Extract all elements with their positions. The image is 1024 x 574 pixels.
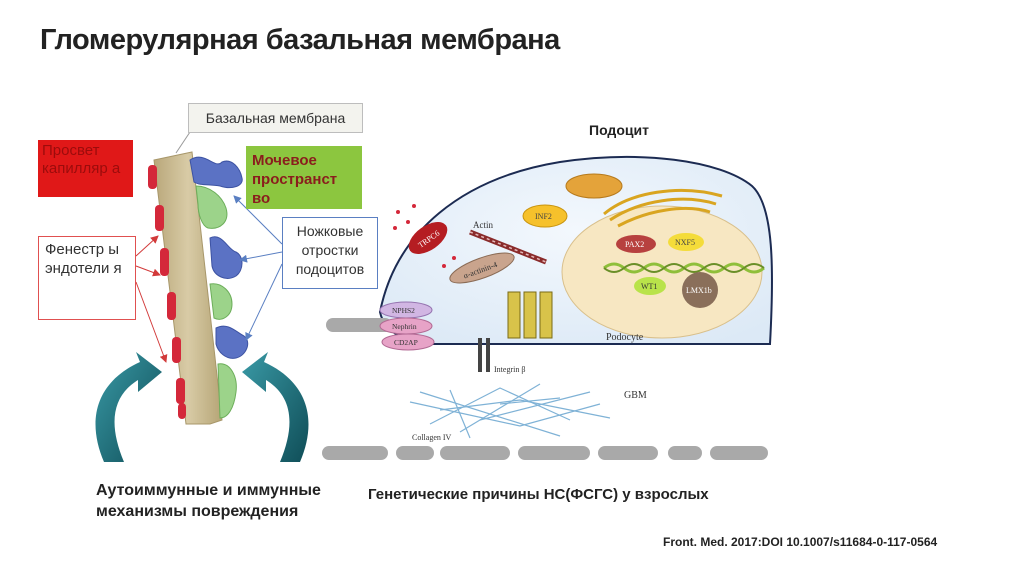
foot-process-arrows (233, 195, 283, 341)
autoimmune-caption: Аутоиммунные и иммунные механизмы повреж… (96, 482, 321, 520)
citation: Front. Med. 2017:DOI 10.1007/s11684-0-11… (663, 535, 938, 549)
lmx1b-protein (682, 272, 718, 308)
page-title: Гломерулярная базальная мембрана (40, 24, 560, 56)
cd2ap-protein (381, 333, 435, 351)
foot-processes-blue (189, 156, 249, 359)
nphs2-label: NPHS2 (392, 306, 415, 315)
capillary-lumen-label: Просвет капилляр а (38, 140, 133, 197)
autoimmune-arrow-left (95, 352, 162, 462)
collagen-label: Collagen IV (412, 433, 452, 442)
trpc6-protein (408, 222, 448, 254)
foot-processes-label: Ножковые отростки подоцитов (282, 217, 378, 289)
wt1-protein (634, 277, 666, 295)
cd2ap-label: CD2AP (394, 338, 418, 347)
genetic-caption: Генетические причины НС(ФСГС) у взрослых (368, 486, 709, 503)
nephrin-label: Nephrin (392, 322, 417, 331)
inf2-label: INF2 (535, 212, 552, 221)
basal-membrane-label: Базальная мембрана (188, 103, 363, 133)
fenestrae-arrows (135, 235, 168, 363)
inf2-protein (522, 204, 568, 228)
gbm-bar-upper (326, 318, 392, 332)
nxf5-protein (668, 233, 704, 251)
podocyte-title: Подоцит (589, 122, 649, 138)
nxf5-label: NXF5 (675, 238, 695, 247)
lmx1b-label: LMX1b (686, 286, 712, 295)
integrin-label: Integrin β (494, 365, 525, 374)
podocyte-label: Podocyte (606, 332, 644, 343)
basal-pointer-line (175, 131, 191, 154)
pax2-protein (616, 235, 656, 253)
endothelial-fenestrae (148, 165, 186, 419)
actin-label: Actin (473, 220, 493, 230)
urinary-space-label: Мочевое пространст во (246, 146, 362, 209)
gbm-bars-lower (322, 446, 768, 460)
podocyte-nucleus (561, 205, 763, 339)
gbm-label: GBM (624, 390, 647, 401)
wt1-label: WT1 (641, 282, 657, 291)
endothelial-fenestrae-label: Фенестр ы эндотели я (38, 236, 136, 320)
pax2-label: PAX2 (625, 240, 644, 249)
autoimmune-arrow-right (242, 352, 309, 462)
integrin-beta (478, 338, 490, 372)
microtubules (507, 291, 553, 339)
collagen-network (409, 383, 611, 439)
golgi-apparatus (603, 188, 723, 228)
alpha-actinin-protein (449, 252, 515, 284)
foot-processes-green (195, 185, 237, 419)
